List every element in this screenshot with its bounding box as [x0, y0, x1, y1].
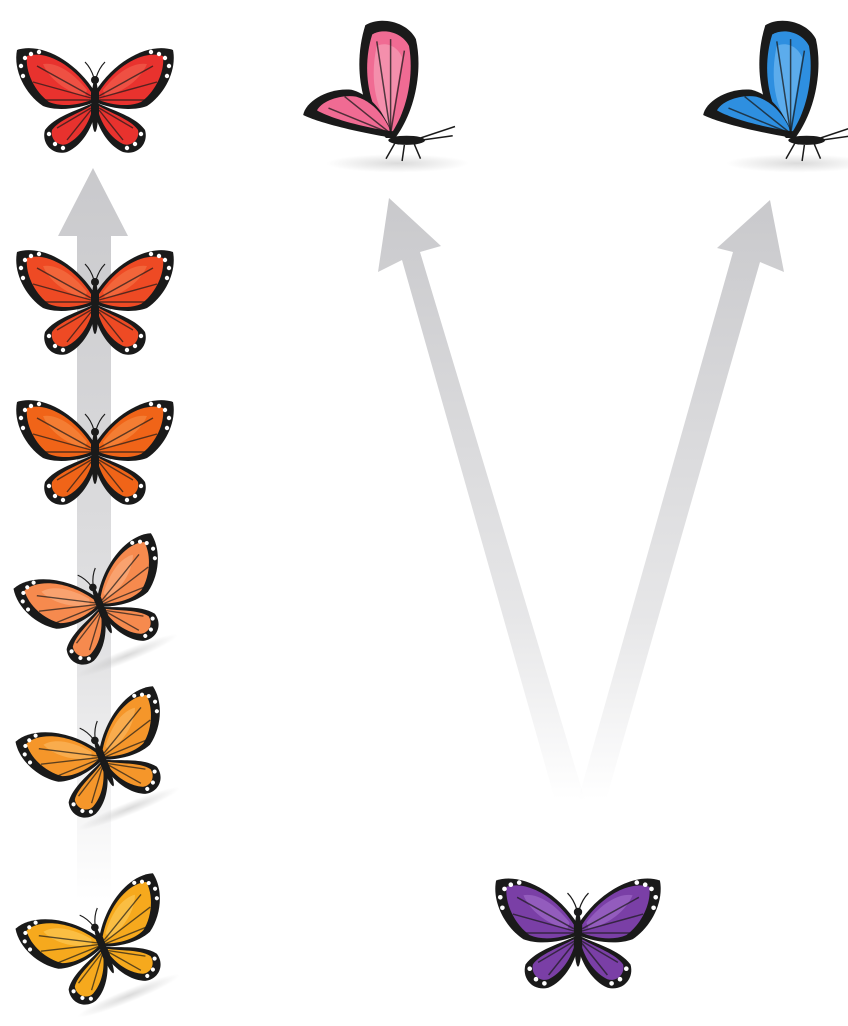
right-diagonal-arrow	[578, 200, 784, 800]
butterfly-pink	[303, 21, 469, 173]
butterflies	[12, 21, 848, 1026]
butterfly-purple	[495, 879, 660, 989]
left-diagonal-arrow	[378, 198, 585, 800]
butterfly-blue	[703, 21, 848, 173]
butterfly-red	[16, 48, 174, 153]
